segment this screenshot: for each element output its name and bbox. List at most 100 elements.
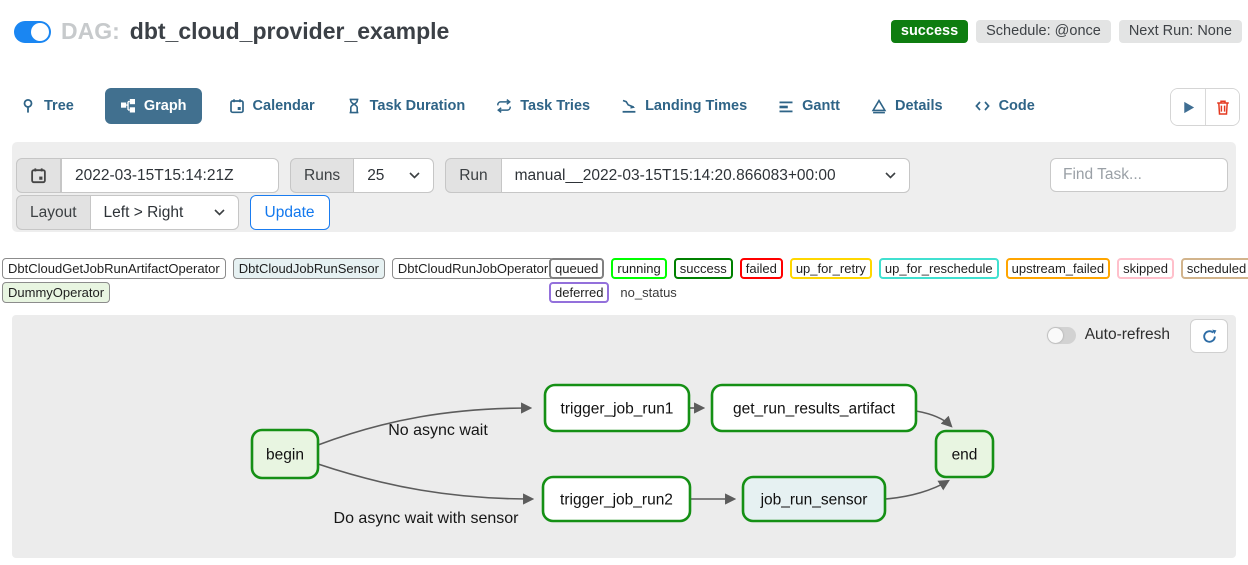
- edge-label-no-async: No async wait: [388, 422, 488, 439]
- next-run-badge: Next Run: None: [1118, 20, 1242, 43]
- dag-actions: [1170, 88, 1240, 126]
- tab-label: Graph: [143, 98, 187, 114]
- tab-gantt[interactable]: Gantt: [778, 98, 840, 114]
- state-badge: queued: [549, 258, 605, 279]
- tab-label: Code: [998, 98, 1035, 114]
- operator-legend-row: DummyOperator: [2, 282, 554, 303]
- header-badges: success Schedule: @once Next Run: None: [890, 20, 1242, 43]
- layout-group: Layout Left > Right: [16, 195, 239, 230]
- hourglass-icon: [349, 98, 359, 114]
- tab-tree[interactable]: Tree: [20, 98, 74, 114]
- edge-label-async-sensor: Do async wait with sensor: [334, 510, 520, 527]
- tab-graph[interactable]: Graph: [104, 88, 202, 124]
- base-date-addon[interactable]: [16, 158, 61, 193]
- chevron-down-icon: [885, 172, 896, 179]
- operator-badge: DbtCloudJobRunSensor: [232, 258, 385, 279]
- layout-selected-value: Left > Right: [103, 203, 184, 221]
- delete-dag-button[interactable]: [1205, 89, 1239, 125]
- state-badge: scheduled: [1180, 258, 1248, 279]
- run-select[interactable]: manual__2022-03-15T15:14:20.866083+00:00: [501, 158, 910, 193]
- tab-label: Landing Times: [645, 98, 748, 114]
- dag-pause-toggle[interactable]: [14, 20, 51, 43]
- state-badge: up_for_reschedule: [878, 258, 999, 279]
- task-node-end[interactable]: end: [934, 429, 995, 479]
- graph-panel: No async wait Do async wait with sensor …: [12, 315, 1236, 558]
- filter-panel: Runs 25 Run manual__2022-03-15T15:14:20.…: [12, 142, 1236, 232]
- chevron-down-icon: [409, 172, 420, 179]
- run-label: Run: [445, 158, 502, 193]
- tab-label: Details: [895, 98, 943, 114]
- operator-badge: DbtCloudGetJobRunArtifactOperator: [2, 258, 226, 279]
- tab-label: Gantt: [802, 98, 840, 114]
- edge-sensor-end: [884, 479, 950, 500]
- trigger-dag-button[interactable]: [1171, 89, 1205, 125]
- state-legend-row: deferred no_status: [549, 282, 1248, 303]
- runs-selected-value: 25: [367, 166, 385, 184]
- layout-label: Layout: [16, 195, 91, 230]
- state-badge: failed: [739, 258, 783, 279]
- operator-legend: DbtCloudGetJobRunArtifactOperator DbtClo…: [2, 258, 555, 306]
- calendar-icon: [229, 99, 244, 114]
- operator-badge: DbtCloudRunJobOperator: [391, 258, 555, 279]
- sitemap-icon: [120, 99, 135, 113]
- toggle-knob: [1047, 327, 1063, 343]
- filter-row-layout: Layout Left > Right Update: [16, 195, 330, 230]
- filter-row-date: Runs 25 Run manual__2022-03-15T15:14:20.…: [16, 158, 921, 193]
- task-node-trigger-job-run1[interactable]: trigger_job_run1: [543, 383, 691, 433]
- trash-icon: [1216, 99, 1229, 115]
- chevron-down-icon: [213, 209, 225, 216]
- tab-task-tries[interactable]: Task Tries: [496, 98, 590, 114]
- edge-begin-trigger2: [317, 463, 535, 505]
- operator-badge: DummyOperator: [2, 282, 111, 303]
- state-badge: running: [611, 258, 667, 279]
- run-group: Run manual__2022-03-15T15:14:20.866083+0…: [445, 158, 910, 193]
- edge-artifact-end: [915, 410, 953, 428]
- state-legend: queued running success failed up_for_ret…: [549, 258, 1248, 306]
- base-date-input[interactable]: [61, 158, 279, 193]
- tab-label: Task Tries: [520, 98, 591, 114]
- view-tabs: Tree Graph Calendar Task Duration Task T…: [20, 86, 1066, 126]
- state-label-no-status: no_status: [620, 285, 677, 300]
- state-badge: deferred: [549, 282, 610, 303]
- state-badge: upstream_failed: [1005, 258, 1111, 279]
- auto-refresh-toggle[interactable]: [1046, 326, 1076, 344]
- tab-landing-times[interactable]: Landing Times: [621, 98, 747, 114]
- auto-refresh-control: Auto-refresh: [1046, 326, 1170, 344]
- state-legend-row: queued running success failed up_for_ret…: [549, 258, 1248, 279]
- runs-label: Runs: [290, 158, 355, 193]
- page-title: dbt_cloud_provider_example: [129, 18, 450, 44]
- run-selected-value: manual__2022-03-15T15:14:20.866083+00:00: [514, 166, 836, 184]
- play-icon: [1183, 101, 1194, 113]
- task-node-get-run-results-artifact[interactable]: get_run_results_artifact: [710, 383, 918, 433]
- dag-header: DAG: dbt_cloud_provider_example: [14, 18, 449, 45]
- pin-icon: [23, 99, 33, 113]
- runs-select[interactable]: 25: [354, 158, 435, 193]
- update-button[interactable]: Update: [249, 195, 330, 230]
- toggle-knob: [31, 22, 49, 41]
- tab-code[interactable]: Code: [974, 98, 1035, 114]
- edge-begin-trigger1: [317, 402, 533, 446]
- task-node-begin[interactable]: begin: [250, 428, 320, 480]
- state-badge: up_for_retry: [789, 258, 872, 279]
- runs-group: Runs 25: [290, 158, 435, 193]
- tab-details[interactable]: Details: [871, 98, 943, 114]
- refresh-button[interactable]: [1190, 319, 1228, 353]
- layout-select[interactable]: Left > Right: [90, 195, 239, 230]
- tab-label: Task Duration: [369, 98, 466, 114]
- schedule-badge: Schedule: @once: [976, 20, 1111, 43]
- triangle-icon: [871, 99, 887, 114]
- task-node-trigger-job-run2[interactable]: trigger_job_run2: [541, 475, 692, 523]
- repeat-icon: [497, 99, 512, 113]
- find-task-input[interactable]: [1050, 158, 1228, 192]
- auto-refresh-label: Auto-refresh: [1084, 326, 1170, 343]
- tab-calendar[interactable]: Calendar: [229, 98, 315, 114]
- task-node-job-run-sensor[interactable]: job_run_sensor: [741, 475, 887, 523]
- state-badge: skipped: [1117, 258, 1174, 279]
- plane-landing-icon: [622, 99, 636, 113]
- calendar-icon: [31, 168, 46, 184]
- refresh-icon: [1202, 329, 1216, 343]
- dag-prefix-label: DAG:: [61, 18, 120, 44]
- tab-task-duration[interactable]: Task Duration: [346, 98, 466, 114]
- tab-label: Tree: [44, 98, 74, 114]
- dag-graph: No async wait Do async wait with sensor …: [250, 383, 995, 527]
